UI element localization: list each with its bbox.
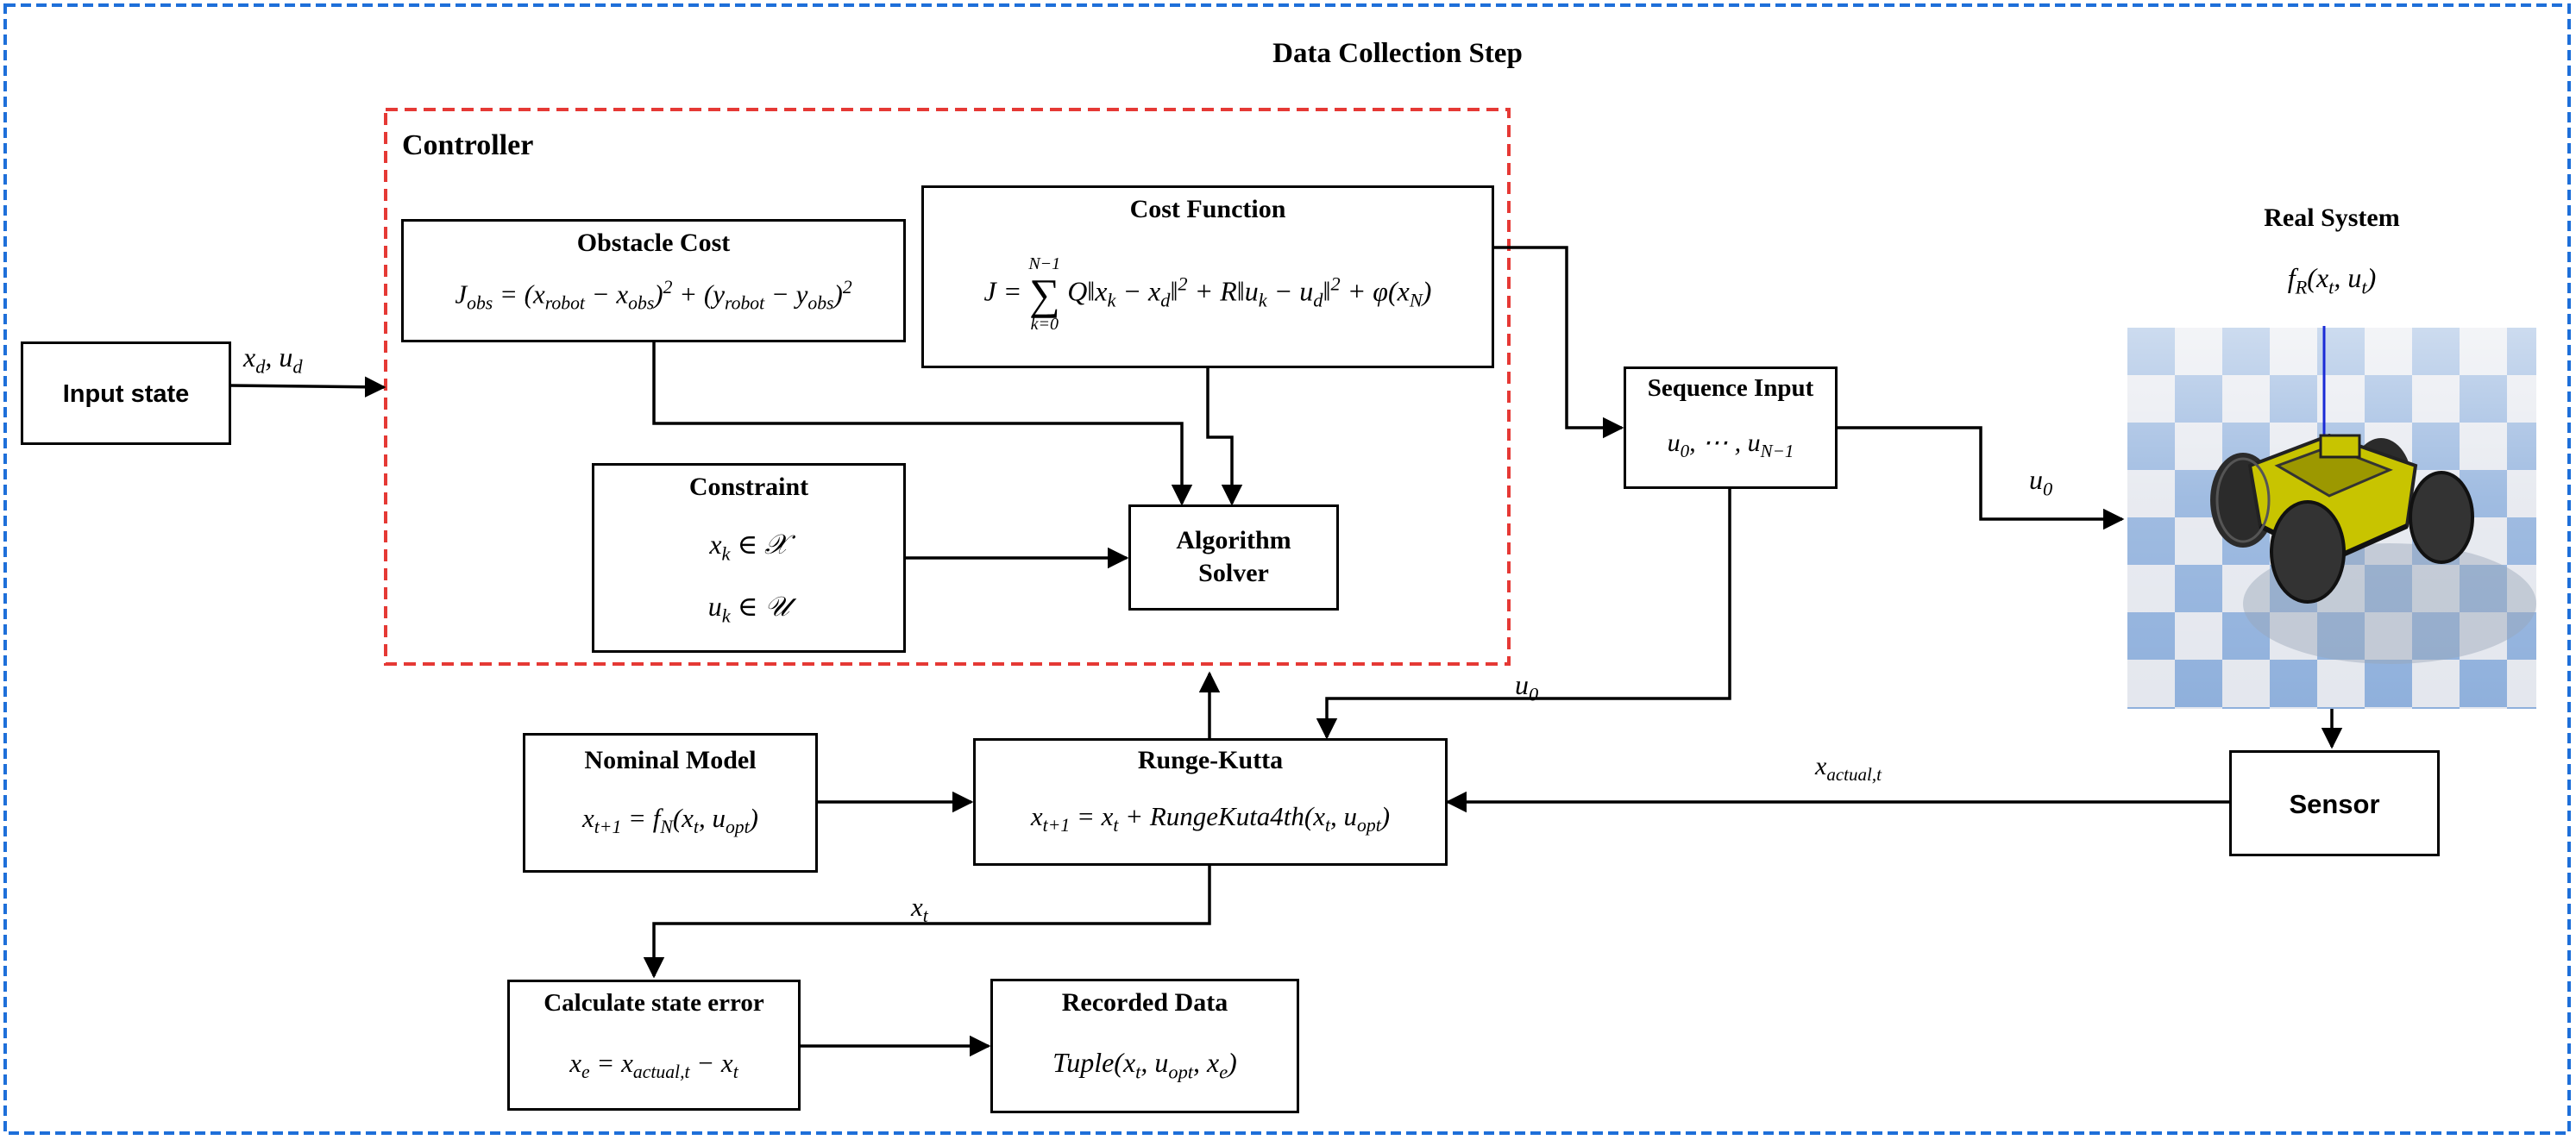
sequence-input-equation: u0, ⋯ , uN−1: [1667, 429, 1794, 461]
nominal-model-box: Nominal Model xt+1 = fN(xt, uopt): [523, 733, 818, 873]
algorithm-solver-line2: Solver: [1198, 559, 1269, 587]
recorded-data-box: Recorded Data Tuple(xt, uopt, xe): [990, 979, 1299, 1113]
constraint-box: Constraint xk ∈ 𝒳 uk ∈ 𝒰: [592, 463, 906, 653]
algorithm-solver-line1: Algorithm: [1176, 526, 1291, 554]
runge-kutta-equation: xt+1 = xt + RungeKuta4th(xt, uopt): [1030, 801, 1391, 836]
runge-kutta-title: Runge-Kutta: [1137, 746, 1284, 774]
runge-kutta-box: Runge-Kutta xt+1 = xt + RungeKuta4th(xt,…: [973, 738, 1448, 866]
obstacle-cost-title: Obstacle Cost: [576, 229, 731, 257]
input-state-box: Input state: [21, 341, 231, 445]
input-state-label: Input state: [62, 380, 190, 408]
input-state-edge-label: xd, ud: [243, 341, 303, 378]
obstacle-cost-equation: Jobs = (xrobot − xobs)2 + (yrobot − yobs…: [455, 277, 852, 314]
recorded-data-equation: Tuple(xt, uopt, xe): [1052, 1047, 1237, 1083]
calc-error-box: Calculate state error xe = xactual,t − x…: [507, 980, 801, 1111]
constraint-line1: xk ∈ 𝒳: [709, 529, 789, 565]
sequence-input-title: Sequence Input: [1647, 374, 1814, 402]
real-system-title: Real System: [2264, 204, 2400, 232]
constraint-line2: uk ∈ 𝒰: [707, 591, 790, 627]
sensor-box: Sensor: [2229, 750, 2440, 856]
calc-error-edge-label: xt: [911, 892, 928, 927]
sequence-input-box: Sequence Input u0, ⋯ , uN−1: [1624, 366, 1838, 489]
real-system-edge-label: u0: [2029, 464, 2053, 500]
robot-image: [2127, 326, 2536, 709]
cost-function-title: Cost Function: [1129, 195, 1286, 223]
constraint-title: Constraint: [688, 473, 809, 501]
runge-kutta-u0-label: u0: [1515, 669, 1539, 705]
real-system-equation: fR(xt, ut): [2287, 262, 2377, 298]
diagram-title: Data Collection Step: [1272, 38, 1523, 69]
cost-function-box: Cost Function J = N−1∑k=0 Q‖xk − xd‖2 + …: [921, 185, 1494, 368]
algorithm-solver-box: Algorithm Solver: [1128, 504, 1339, 611]
controller-title: Controller: [402, 129, 534, 161]
obstacle-cost-box: Obstacle Cost Jobs = (xrobot − xobs)2 + …: [401, 219, 906, 342]
cost-function-equation: J = N−1∑k=0 Q‖xk − xd‖2 + R‖uk − ud‖2 + …: [983, 254, 1432, 334]
sensor-label: Sensor: [2289, 789, 2380, 819]
sensor-edge-label: xactual,t: [1815, 752, 1882, 785]
nominal-model-title: Nominal Model: [584, 746, 757, 774]
recorded-data-title: Recorded Data: [1061, 988, 1228, 1017]
nominal-model-equation: xt+1 = fN(xt, uopt): [582, 803, 758, 838]
outer-frame: [3, 3, 2571, 1135]
calc-error-equation: xe = xactual,t − xt: [569, 1048, 738, 1083]
calc-error-title: Calculate state error: [543, 989, 764, 1017]
